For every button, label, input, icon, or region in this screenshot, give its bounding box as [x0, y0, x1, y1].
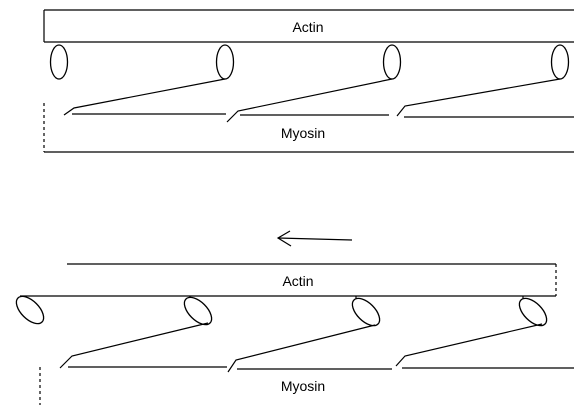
myosin-head	[348, 294, 385, 331]
myosin-head	[180, 293, 217, 330]
actin-filament-bottom: Actin	[20, 264, 556, 296]
left-arrow-icon	[278, 231, 352, 246]
actin-filament-top: Actin	[44, 10, 574, 42]
myosin-label-top: Myosin	[281, 125, 325, 141]
myosin-label-bottom: Myosin	[281, 378, 325, 394]
myosin-head	[515, 294, 552, 331]
panel-top: Actin Myosin	[44, 10, 574, 152]
myosin-head	[51, 45, 68, 79]
cross-bridge-neck	[396, 324, 542, 366]
myosin-filament-top: Myosin	[44, 103, 574, 152]
myosin-filament-bottom: Myosin	[40, 367, 574, 405]
myosin-head	[552, 45, 569, 79]
actin-label-bottom: Actin	[282, 273, 313, 289]
cross-bridge-neck	[228, 325, 375, 372]
actin-label-top: Actin	[292, 19, 323, 35]
myosin-head	[384, 45, 401, 79]
panel-bottom: Actin Myosin	[12, 264, 574, 405]
cross-bridge-neck	[397, 79, 560, 116]
myosin-head	[217, 45, 234, 79]
cross-bridge-neck	[60, 323, 208, 368]
cross-bridge-neck	[64, 79, 225, 115]
myosin-head	[12, 292, 49, 329]
